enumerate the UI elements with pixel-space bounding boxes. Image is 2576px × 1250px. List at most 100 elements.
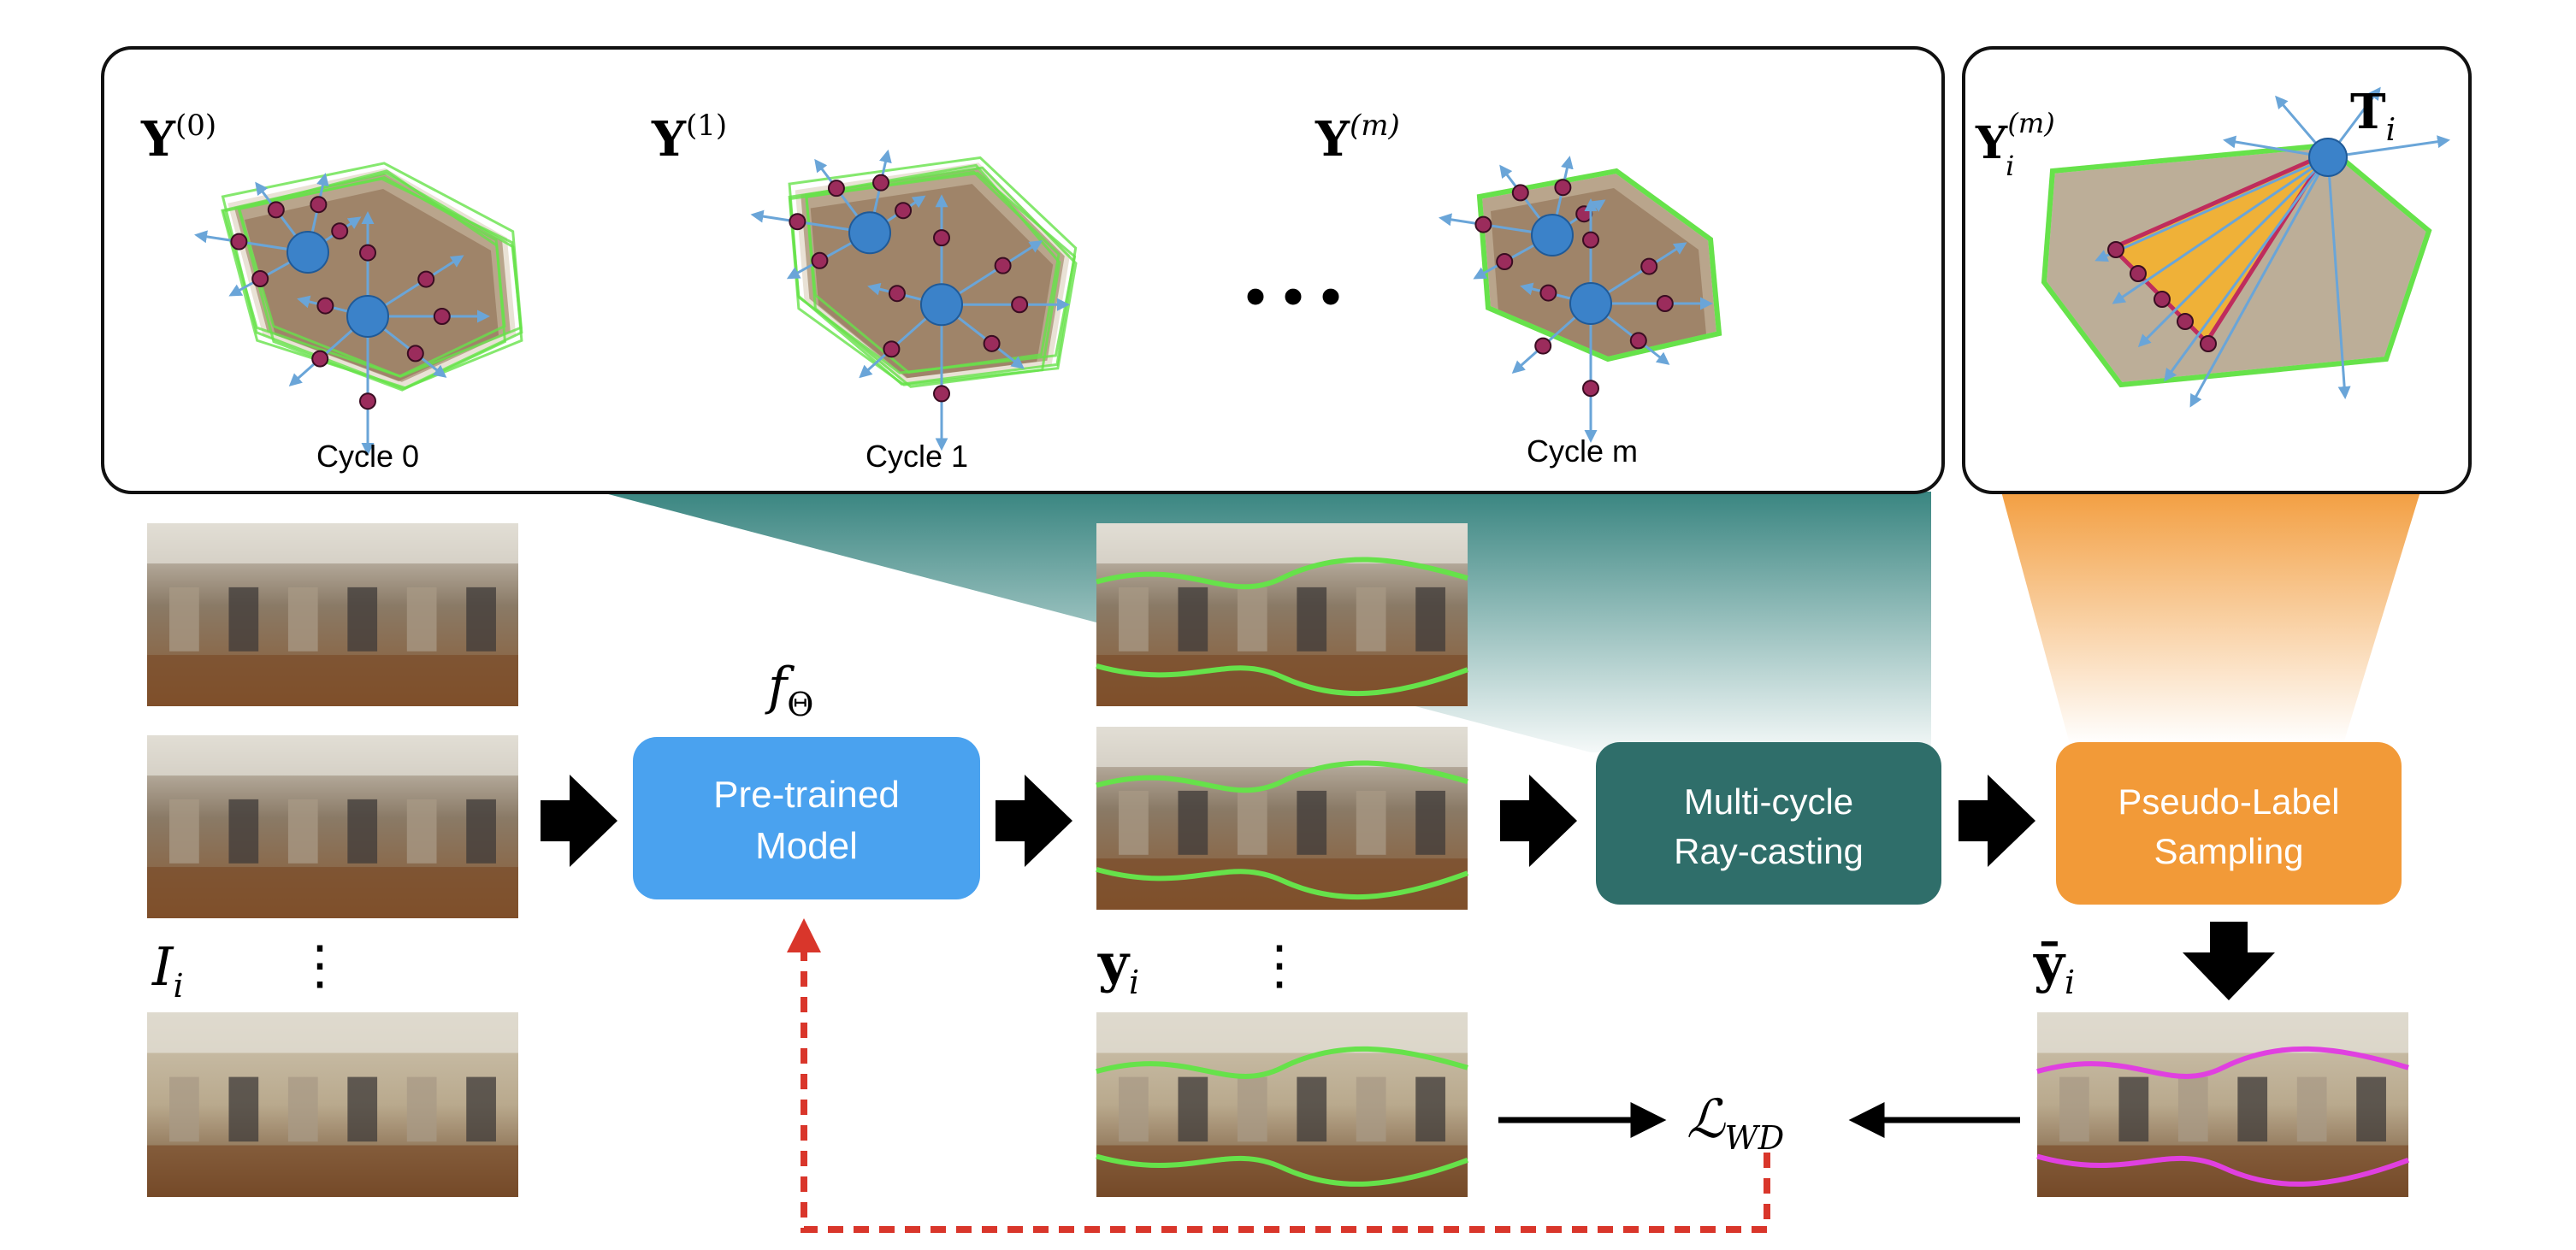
panorama-object	[228, 587, 259, 652]
prediction-panorama-1	[1096, 523, 1469, 706]
ray-hit-point	[1629, 332, 1647, 350]
panorama-object	[1237, 790, 1267, 855]
panorama-object	[406, 1076, 437, 1142]
camera-node	[920, 283, 963, 327]
ray-hit-point	[417, 270, 435, 288]
panorama-ceiling	[1096, 1012, 1468, 1053]
panorama-object	[1119, 790, 1149, 855]
panorama-object	[1178, 587, 1208, 652]
ray-hit-point	[933, 229, 950, 247]
ray-arrow	[2164, 156, 2330, 382]
svg-text:Multi-cycle: Multi-cycle	[1684, 781, 1853, 822]
ray-hit-point	[316, 297, 334, 315]
panorama-object	[466, 587, 496, 652]
loss-symbol: ℒWD	[1687, 1088, 1784, 1157]
ray-arrow	[2112, 156, 2329, 304]
ray-arrow	[2326, 156, 2351, 399]
panorama-object	[169, 1076, 199, 1142]
layout-boundary-top	[2036, 1046, 2409, 1079]
ray-hit-point	[1640, 257, 1658, 275]
cycle1-caption: Cycle 1	[866, 439, 968, 474]
panorama-floor	[147, 867, 518, 918]
panorama-floor	[2037, 1145, 2408, 1197]
layout-estimate	[789, 172, 1077, 374]
ray-hit-point	[230, 233, 248, 251]
panorama-ceiling	[1096, 727, 1468, 768]
ray-hit-point	[1554, 179, 1572, 197]
panorama-object	[1119, 587, 1149, 652]
panorama-object	[2118, 1076, 2149, 1142]
cyclem-graph-label: Y(m)	[1315, 109, 1400, 168]
panorama-object	[1178, 1076, 1208, 1142]
layout-boundary-top	[1096, 1046, 1468, 1079]
ray-hit-point	[267, 201, 285, 219]
ray-hit-point	[827, 180, 845, 198]
model-symbol: fΘ	[765, 657, 813, 723]
input-panorama-3	[147, 1012, 518, 1197]
ray-hit-point	[2154, 291, 2171, 308]
panorama-ceiling	[1096, 523, 1468, 564]
ray-hit-point	[311, 350, 329, 368]
panorama-ceiling	[147, 1012, 518, 1053]
arrow-sampling-to-label	[2183, 922, 2275, 1000]
layout-estimate	[221, 162, 523, 391]
panorama-object	[287, 1076, 318, 1142]
cycle0-caption: Cycle 0	[316, 439, 419, 474]
ray-hit-point	[331, 222, 349, 240]
prediction-vdots: ⋮	[1253, 934, 1306, 996]
panorama-object	[1297, 790, 1327, 855]
pseudo-label-sampling-block: Pseudo-Label Sampling	[2056, 742, 2402, 905]
layout-estimate	[221, 172, 523, 390]
camera-node	[1531, 214, 1574, 256]
input-vdots: ⋮	[293, 934, 346, 996]
ray-hit-point	[1011, 296, 1029, 314]
panorama-floor	[147, 655, 518, 706]
panorama-object	[1415, 587, 1445, 652]
ray-hit-point	[872, 174, 890, 192]
floorplan-illustration	[1439, 156, 1722, 443]
ray-hit-point	[994, 256, 1012, 274]
ray-hit-point	[2107, 241, 2124, 258]
layout-boundary-bottom	[1096, 867, 1469, 900]
ray-hit-point	[251, 270, 269, 287]
panorama-object	[1297, 1076, 1327, 1142]
gradient-feedback-arrow	[787, 918, 1770, 1233]
panorama-object	[406, 587, 437, 652]
panorama-object	[228, 799, 259, 864]
layout-boundary-bottom	[1096, 663, 1469, 697]
layout-boundary-top	[1096, 760, 1468, 793]
panorama-object	[1356, 1076, 1386, 1142]
ray-hit-point	[1474, 215, 1492, 233]
input-panorama-2	[147, 735, 518, 918]
panorama-object	[1119, 1076, 1149, 1142]
panorama-object	[1415, 1076, 1445, 1142]
cyclem-caption: Cycle m	[1527, 433, 1638, 469]
camera-node	[848, 211, 891, 255]
panorama-object	[1237, 1076, 1267, 1142]
arrow-model-to-pred	[996, 775, 1072, 867]
ray-arrow	[2189, 156, 2330, 408]
cycle0-graph-label: Y(0)	[140, 109, 216, 168]
layout-estimate	[237, 169, 507, 392]
panorama-object	[2059, 1076, 2089, 1142]
camera-node	[2308, 138, 2348, 177]
panorama-object	[1297, 587, 1327, 652]
camera-node	[346, 295, 389, 338]
panorama-object	[2237, 1076, 2268, 1142]
ray-hit-point	[883, 340, 901, 358]
panorama-ceiling	[147, 735, 518, 776]
svg-text:Pre-trained: Pre-trained	[713, 774, 900, 816]
ray-hit-point	[1582, 380, 1599, 398]
panorama-object	[1178, 790, 1208, 855]
panorama-object	[466, 1076, 496, 1142]
panorama-object	[2356, 1076, 2386, 1142]
ray-hit-point	[406, 345, 424, 363]
ray-arrow	[2137, 156, 2330, 348]
ray-hit-point	[811, 251, 829, 269]
svg-text:Ray-casting: Ray-casting	[1674, 831, 1864, 871]
ray-hit-point	[310, 196, 328, 214]
ray-hit-point	[1511, 184, 1529, 202]
layout-boundary-bottom	[2036, 1153, 2410, 1187]
layout-boundary-top	[1096, 557, 1468, 590]
